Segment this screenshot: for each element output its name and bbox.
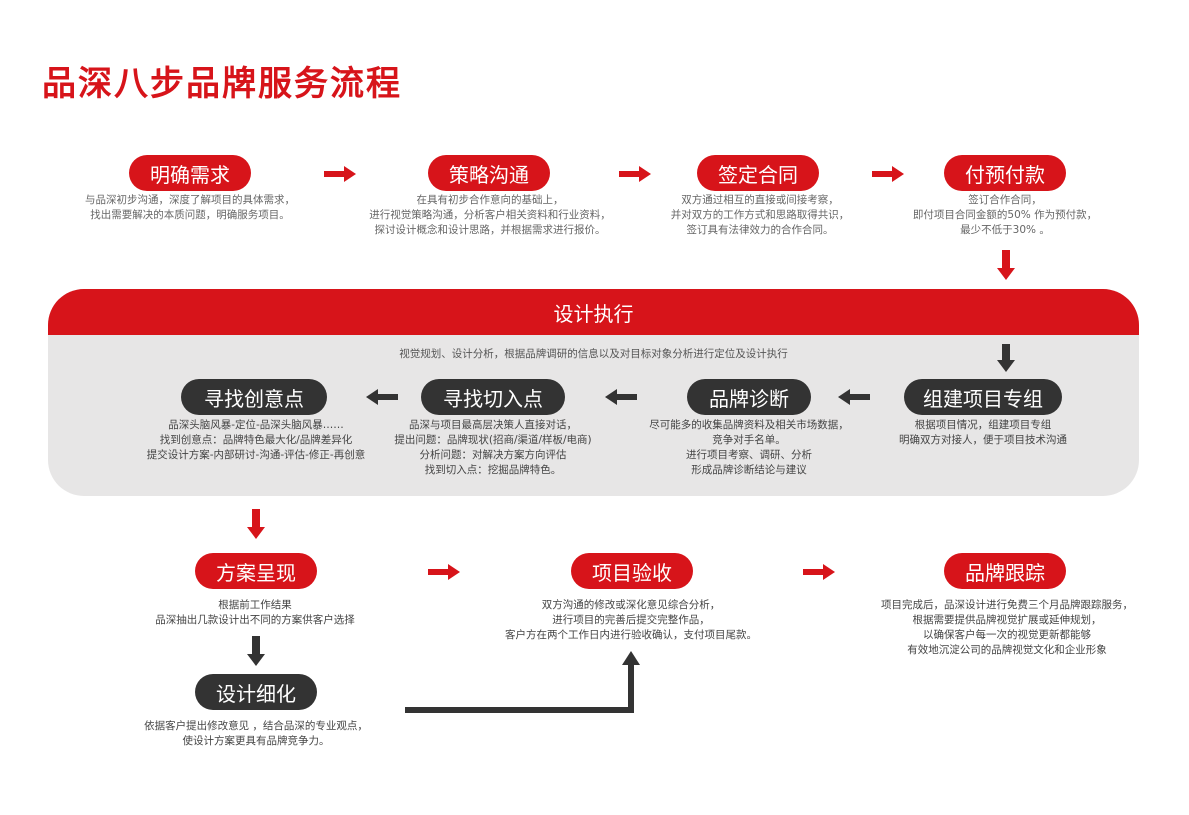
step-acceptance: 项目验收: [571, 553, 693, 589]
step-design-refine-desc: 依据客户提出修改意见 ，结合品深的专业观点， 使设计方案更具有品牌竞争力。: [144, 720, 368, 747]
step-find-entry-point: 寻找切入点: [421, 379, 565, 415]
down-arrow-icon: [997, 250, 1015, 280]
step-prepayment-desc: 签订合作合同， 即付项目合同金额的50% 作为预付款， 最少不低于30% 。: [912, 194, 1098, 236]
step-build-team: 组建项目专组: [904, 379, 1062, 415]
left-arrow-icon: [605, 389, 637, 405]
down-arrow-icon: [997, 344, 1015, 372]
step-contract: 签定合同: [697, 155, 819, 191]
design-execution-header: 设计执行: [48, 289, 1139, 335]
step-proposal-desc: 根据前工作结果 品深抽出几款设计出不同的方案供客户选择: [155, 599, 355, 626]
right-arrow-icon: [324, 166, 356, 182]
down-arrow-icon: [247, 509, 265, 539]
right-arrow-icon: [428, 564, 460, 580]
step-build-team-desc: 根据项目情况，组建项目专组 明确双方对接人，便于项目技术沟通: [899, 419, 1067, 446]
step-proposal: 方案呈现: [195, 553, 317, 589]
right-arrow-icon: [872, 166, 904, 182]
step-brand-diagnosis-desc: 尽可能多的收集品牌资料及相关市场数据， 竞争对手名单。 进行项目考察、调研、分析…: [649, 419, 849, 476]
step-define-needs-desc: 与品深初步沟通，深度了解项目的具体需求， 找出需要解决的本质问题，明确服务项目。: [85, 194, 295, 221]
step-brand-tracking-desc: 项目完成后，品深设计进行免费三个月品牌跟踪服务， 根据需要提供品牌视觉扩展或延伸…: [881, 599, 1133, 656]
step-define-needs: 明确需求: [129, 155, 251, 191]
step-strategy: 策略沟通: [428, 155, 550, 191]
step-brand-tracking: 品牌跟踪: [944, 553, 1066, 589]
step-prepayment: 付预付款: [944, 155, 1066, 191]
left-arrow-icon: [838, 389, 870, 405]
right-arrow-icon: [803, 564, 835, 580]
step-strategy-desc: 在具有初步合作意向的基础上， 进行视觉策略沟通，分析客户相关资料和行业资料， 探…: [369, 194, 611, 236]
step-find-creative-point: 寻找创意点: [181, 379, 327, 415]
design-execution-desc: 视觉规划、设计分析，根据品牌调研的信息以及对目标对象分析进行定位及设计执行: [399, 348, 788, 360]
step-acceptance-desc: 双方沟通的修改或深化意见综合分析， 进行项目的完善后提交完整作品， 客户方在两个…: [505, 599, 757, 641]
step-brand-diagnosis: 品牌诊断: [687, 379, 811, 415]
step-contract-desc: 双方通过相互的直接或间接考察， 并对双方的工作方式和思路取得共识， 签订具有法律…: [670, 194, 850, 236]
step-find-creative-point-desc: 品深头脑风暴-定位-品深头脑风暴…… 找到创意点：品牌特色最大化/品牌差异化 提…: [146, 419, 366, 461]
step-find-entry-point-desc: 品深与项目最高层决策人直接对话， 提出问题：品牌现状(招商/渠道/样板/电商) …: [394, 419, 592, 476]
page-title: 品深八步品牌服务流程: [42, 64, 402, 104]
step-design-refine: 设计细化: [195, 674, 317, 710]
left-arrow-icon: [366, 389, 398, 405]
down-arrow-icon: [247, 636, 265, 666]
right-arrow-icon: [619, 166, 651, 182]
connector-arrow-icon: [405, 651, 640, 713]
